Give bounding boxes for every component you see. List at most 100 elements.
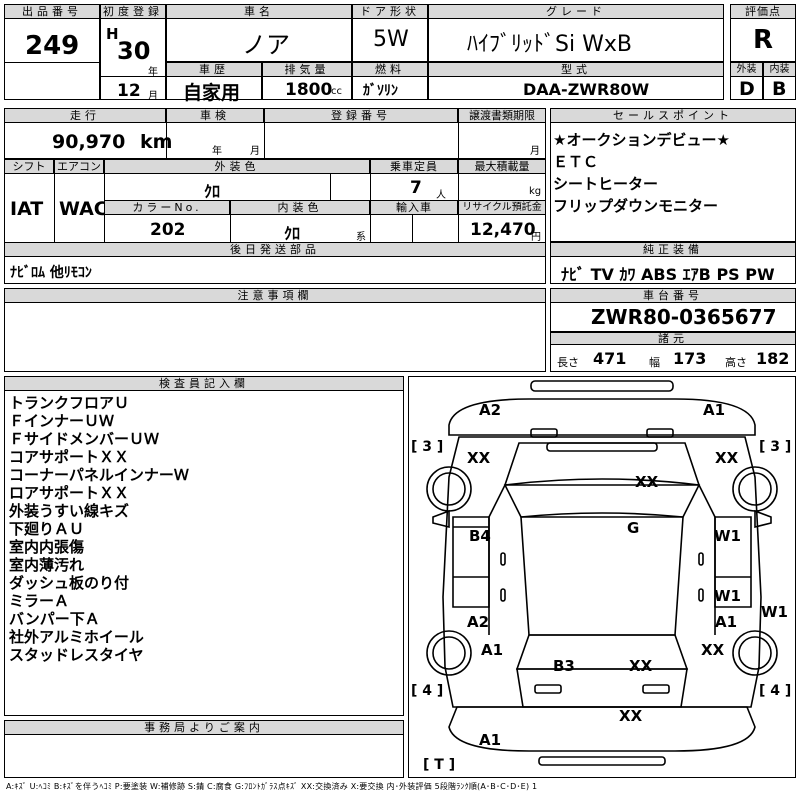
sales-point: ★オークションデビュー★: [553, 131, 730, 149]
width-label: 幅: [649, 356, 660, 369]
tire-rear-right: [ 4 ]: [759, 683, 792, 699]
divider: [330, 174, 331, 200]
sales-points-box: セールスポイント ★オークションデビュー★ ＥＴＣ シートヒーター フリップダウ…: [550, 108, 796, 242]
interior-grade: B: [772, 78, 787, 100]
inspector-line: 下廻りＡＵ: [9, 520, 85, 538]
inspection-year-unit: 年: [212, 146, 222, 157]
color-number-label: カラーNo.: [104, 200, 230, 215]
model-label: 型式: [428, 62, 724, 77]
fuel-label: 燃料: [352, 62, 428, 77]
car-diagram: [ 3 ] [ 3 ] [ 4 ] [ 4 ] [ T ] A2 A1 XX X…: [408, 376, 796, 778]
height-label: 高さ: [725, 356, 747, 369]
mileage: 90,970: [52, 131, 126, 153]
grade-label: グレード: [428, 4, 724, 19]
lot-number: 249: [25, 31, 80, 61]
divider: [166, 123, 167, 158]
sales-point: フリップダウンモニター: [553, 197, 719, 215]
interior-color: ｸﾛ: [284, 224, 301, 243]
equipment-box: 純正装備 ﾅﾋﾞ TV ｶﾜ ABS ｴｱB PS PW: [550, 242, 796, 284]
notes-label: 注意事項欄: [4, 288, 546, 303]
inspector-box: 検査員記入欄 トランクフロアＵ ＦインナーＵＷ ＦサイドメンバーＵＷ コアサポー…: [4, 376, 404, 716]
sales-points-list: ★オークションデビュー★ ＥＴＣ シートヒーター フリップダウンモニター: [553, 131, 730, 215]
registration-month: 12: [117, 81, 141, 101]
mark-rear-bumper-a1: A1: [479, 731, 502, 749]
model: DAA-ZWR80W: [523, 80, 650, 99]
inspector-line: トランクフロアＵ: [9, 394, 130, 412]
exterior-color: ｸﾛ: [204, 182, 221, 201]
registration-year: 30: [117, 37, 151, 65]
recycle-unit: 円: [531, 232, 541, 243]
mark-roof: G: [627, 519, 640, 537]
later-parts: ﾅﾋﾞﾛﾑ 他ﾘﾓｺﾝ: [10, 265, 92, 281]
aircon-label: エアコン: [54, 159, 104, 174]
inspector-line: 室内薄汚れ: [9, 556, 85, 574]
inspector-line: ＦサイドメンバーＵＷ: [9, 430, 160, 448]
era: H: [106, 25, 119, 43]
interior-grade-cell: 内装 B: [763, 62, 796, 100]
tire-front-left: [ 3 ]: [411, 439, 444, 455]
inspector-line: 外装うすい線キズ: [9, 502, 130, 520]
score-label: 評価点: [730, 4, 796, 19]
displacement-cell: 排気量 1800 cc: [262, 62, 352, 100]
recycle-label: リサイクル預託金: [458, 200, 546, 215]
model-cell: 型式 DAA-ZWR80W: [428, 62, 724, 100]
registration-number-label: 登録番号: [264, 108, 458, 123]
mark-rear-door-right: W1: [714, 587, 741, 605]
mark-front-bumper-right: A1: [703, 401, 726, 419]
mark-hood: XX: [635, 473, 659, 491]
capacity-label: 乗車定員: [370, 159, 458, 174]
first-registration-label: 初度登録: [100, 4, 166, 19]
import-label: 輸入車: [370, 200, 458, 215]
exterior-grade-label: 外装: [730, 62, 763, 77]
length-label: 長さ: [557, 356, 579, 369]
inspection-month-unit: 月: [250, 146, 260, 157]
inspector-notes: トランクフロアＵ ＦインナーＵＷ ＦサイドメンバーＵＷ コアサポートＸＸ コーナ…: [9, 394, 189, 664]
car-outline: [426, 380, 778, 766]
aircon: WAC: [59, 198, 108, 220]
divider: [4, 62, 100, 63]
tire-front-right: [ 3 ]: [759, 439, 792, 455]
mark-front-bumper-left: A2: [479, 401, 502, 419]
equipment: ﾅﾋﾞ TV ｶﾜ ABS ｴｱB PS PW: [561, 265, 775, 284]
sales-point: シートヒーター: [553, 175, 659, 193]
chassis-number: ZWR80-0365677: [591, 305, 777, 329]
mileage-unit: km: [140, 131, 173, 153]
interior-grade-label: 内装: [763, 62, 796, 77]
inspector-line: ダッシュ板のり付: [9, 574, 130, 592]
grade: ﾊｲﾌﾞﾘｯﾄﾞSi WxB: [467, 32, 632, 57]
width: 173: [673, 349, 707, 368]
mark-rear-fender-left: A1: [481, 641, 504, 659]
mark-rear-bumper: XX: [619, 707, 643, 725]
inspector-line: コアサポートＸＸ: [9, 448, 130, 466]
transfer-month-unit: 月: [530, 146, 540, 157]
spare-tire: [ T ]: [423, 757, 456, 773]
inspection-label: 車検: [166, 108, 264, 123]
inspector-line: ロアサポートＸＸ: [9, 484, 130, 502]
exterior-grade-cell: 外装 D: [730, 62, 763, 100]
sales-point: ＥＴＣ: [553, 153, 599, 171]
mark-rear-door-left: A2: [467, 613, 490, 631]
door-type-cell: ドア形状 5W: [352, 4, 428, 62]
divider: [230, 215, 231, 242]
specs-label: 諸元: [550, 332, 796, 345]
max-load-unit: kg: [529, 186, 542, 197]
mark-rear-fender-right-xx: XX: [701, 641, 725, 659]
displacement: 1800: [285, 80, 333, 100]
max-load-label: 最大積載量: [458, 159, 546, 174]
inspector-line: スタッドレスタイヤ: [9, 646, 144, 664]
later-parts-label: 後日発送部品: [4, 242, 546, 257]
divider: [412, 215, 413, 242]
transfer-deadline-label: 譲渡書類期限: [458, 108, 546, 123]
lot-number-cell: 出品番号 249: [4, 4, 100, 100]
mark-front-door-left: B4: [469, 527, 491, 545]
capacity: 7: [410, 178, 422, 198]
score: R: [753, 25, 774, 55]
inspector-line: ミラーＡ: [9, 592, 70, 610]
displacement-label: 排気量: [262, 62, 352, 77]
color-number: 202: [150, 220, 186, 240]
mark-back-door: B3: [553, 657, 575, 675]
mileage-label: 走行: [4, 108, 166, 123]
recycle-deposit: 12,470: [470, 220, 536, 240]
car-name-cell: 車名 ノア: [166, 4, 352, 62]
history: 自家用: [183, 82, 241, 104]
